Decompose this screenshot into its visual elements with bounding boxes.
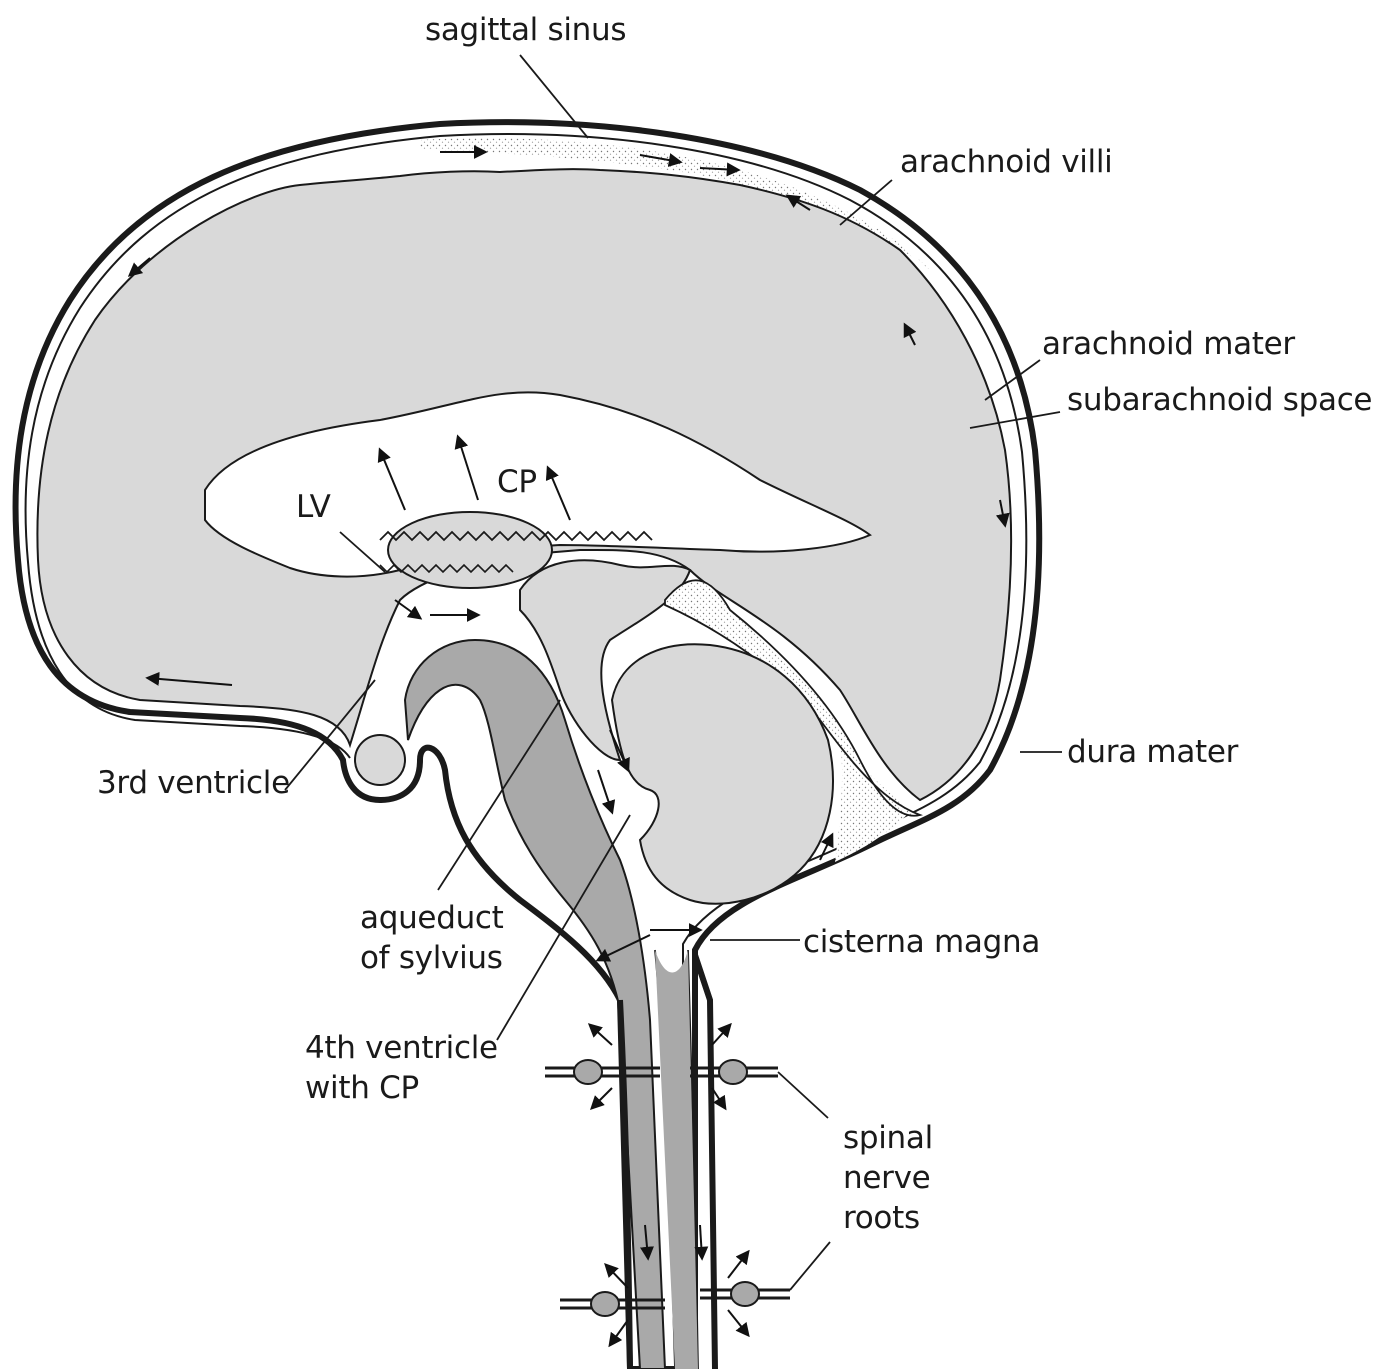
- label-arachnoid-mater: arachnoid mater: [1042, 324, 1295, 364]
- pituitary-bulb: [355, 735, 405, 785]
- flow-arrow: [728, 1310, 748, 1335]
- label-lv: LV: [296, 487, 330, 527]
- label-fourth-ventricle-line1: 4th ventricle: [305, 1028, 498, 1068]
- flow-arrow: [592, 1088, 612, 1108]
- label-fourth-ventricle-line2: with CP: [305, 1068, 419, 1108]
- label-spinal-line1: spinal: [843, 1118, 933, 1158]
- label-spinal-line3: roots: [843, 1198, 920, 1238]
- flow-arrow: [700, 1225, 702, 1258]
- label-aqueduct-line2: of sylvius: [360, 938, 503, 978]
- label-sagittal-sinus: sagittal sinus: [425, 10, 626, 50]
- label-cisterna-magna: cisterna magna: [803, 922, 1040, 962]
- label-dura-mater: dura mater: [1067, 732, 1238, 772]
- flow-arrow: [610, 1320, 628, 1345]
- leader-spinal-lower: [790, 1242, 830, 1290]
- flow-arrow: [590, 1025, 612, 1045]
- label-arachnoid-villi: arachnoid villi: [900, 142, 1113, 182]
- leader-spinal-upper: [778, 1072, 828, 1118]
- spinal-nerve-root-upper-right: [690, 1060, 778, 1084]
- flow-arrow: [728, 1252, 748, 1278]
- flow-arrow: [712, 1025, 730, 1045]
- label-cp: CP: [497, 462, 537, 502]
- label-subarachnoid-space: subarachnoid space: [1067, 380, 1372, 420]
- label-aqueduct-line1: aqueduct: [360, 898, 504, 938]
- label-spinal-line2: nerve: [843, 1158, 930, 1198]
- label-third-ventricle: 3rd ventricle: [97, 763, 290, 803]
- thalamus-oval: [388, 512, 552, 588]
